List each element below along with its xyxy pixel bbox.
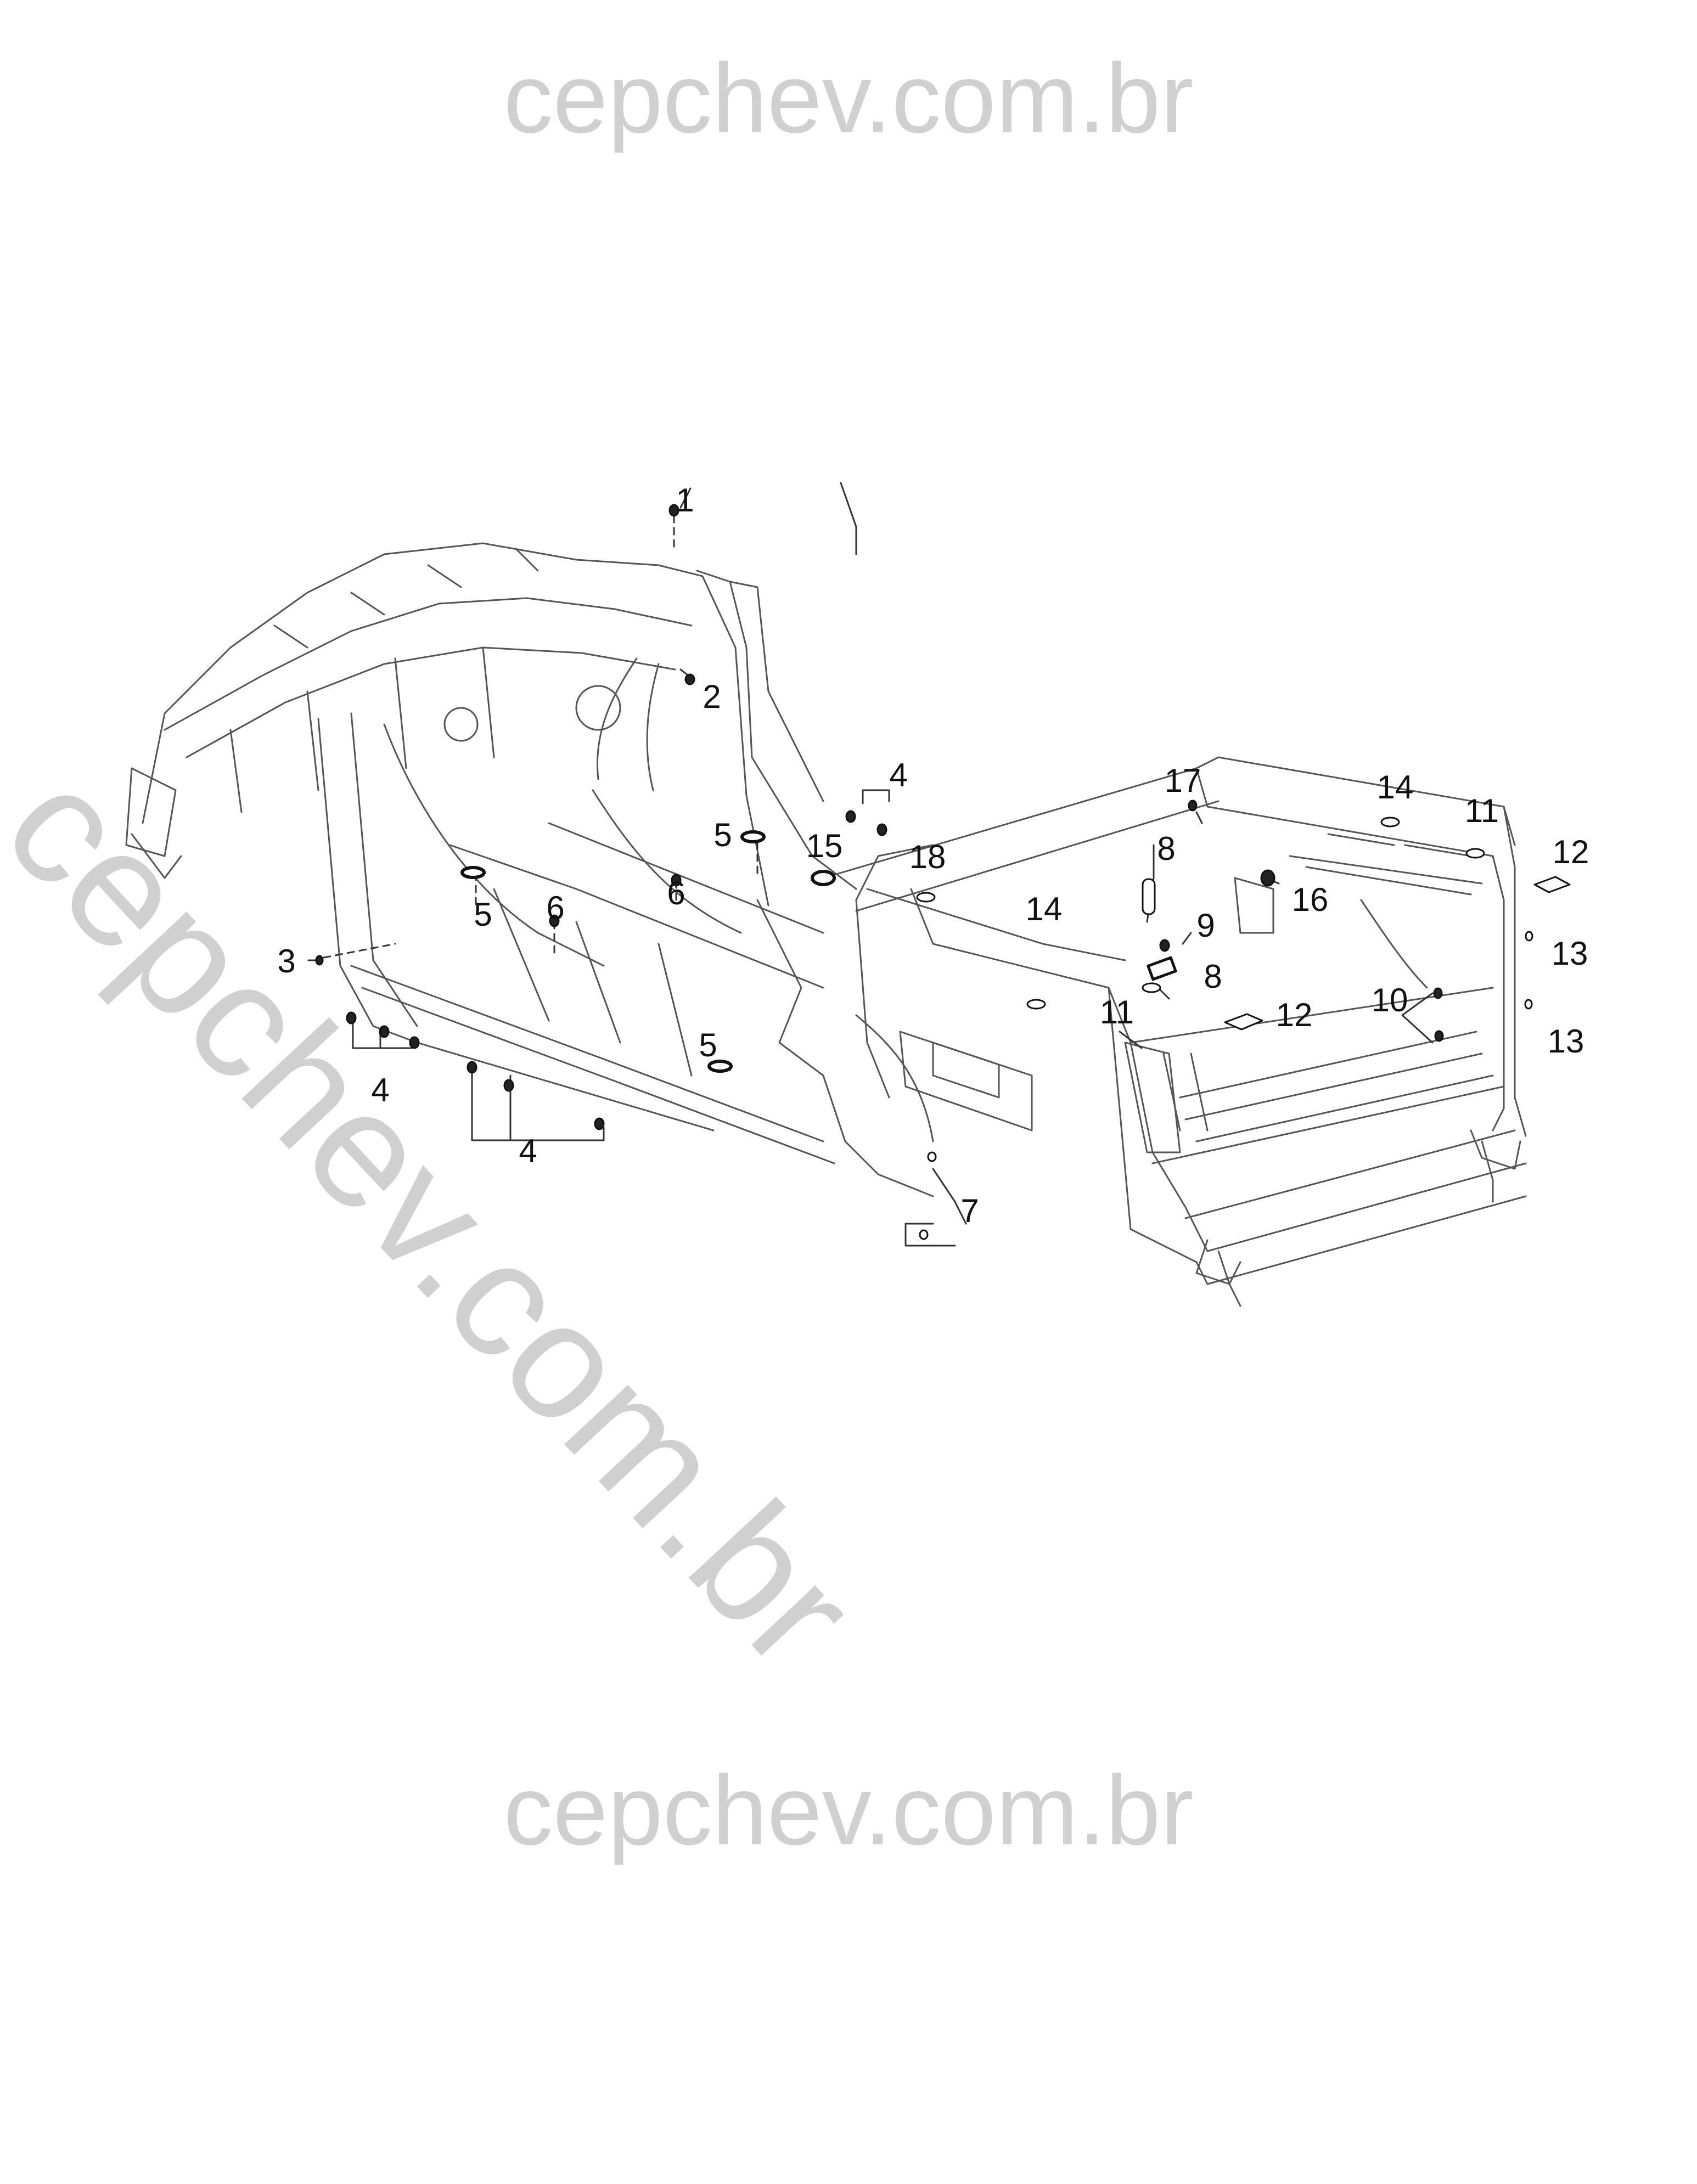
callout-18: 18 [909,838,946,875]
fastener-markers [315,504,1571,1240]
fastener-9 [1159,939,1170,952]
plug-11b [1465,848,1485,859]
callout-11a: 11 [1099,994,1134,1031]
fastener-4g [503,1079,514,1092]
diagram-canvas: cepchev.com.br cepchev.com.br cepchev.co… [0,43,1589,1866]
callout-4a: 4 [889,757,908,793]
callout-4b: 4 [371,1072,390,1108]
fastener-4a [845,810,856,823]
floor-pan [350,789,835,1164]
callout-13b: 13 [1547,1023,1584,1060]
fastener-3 [315,955,324,966]
fastener-4h [594,1117,605,1130]
grommet-5c [707,1060,733,1073]
callout-2: 2 [703,678,721,715]
callout-11b: 11 [1464,792,1499,829]
plug-18 [916,892,936,903]
grommet-5a [740,830,766,843]
front-body-structure [125,542,769,907]
fastener-10a [1433,987,1443,999]
callout-12a: 12 [1275,997,1313,1033]
callout-6a: 6 [667,875,685,911]
patch-12b [1533,876,1571,893]
callout-16: 16 [1291,881,1329,918]
fastener-4b [876,823,887,836]
plug-13a [1525,931,1533,942]
grommet-15 [811,870,836,886]
fastener-1 [668,504,679,517]
plug-13b [1524,999,1533,1010]
callout-6b: 6 [546,890,565,926]
callout-5a: 5 [713,817,732,853]
plug-14a [1026,999,1046,1010]
callout-12b: 12 [1552,834,1589,870]
cargo-box [822,756,1527,1285]
callout-15: 15 [806,828,843,864]
fastener-4d [379,1025,390,1038]
pad-8a [1142,878,1156,915]
callout-1: 1 [676,482,694,519]
callout-5b: 5 [474,896,492,933]
fastener-17 [1188,800,1198,812]
plug-16 [1260,869,1275,887]
callout-5c: 5 [699,1027,717,1063]
callout-3: 3 [277,943,296,980]
grommet-5b [460,866,486,879]
callout-10: 10 [1371,982,1408,1018]
callout-8a: 8 [1157,830,1176,867]
patch-12a [1224,1013,1263,1031]
vehicle-body-structure-illustration [125,482,1571,1307]
callout-4c: 4 [519,1133,537,1169]
a-pillar-door-frame [317,570,857,1044]
callout-8b: 8 [1204,958,1222,995]
plug-11a [1142,982,1161,993]
plug-7a [927,1151,937,1162]
fastener-2 [684,673,695,685]
callout-7: 7 [960,1192,979,1229]
callout-13a: 13 [1551,935,1588,972]
watermark-bottom: cepchev.com.br [503,1755,1194,1866]
cab-rear-wall [822,844,1126,1197]
fastener-4f [467,1061,477,1074]
callout-14b: 14 [1376,769,1414,806]
callout-14a: 14 [1025,891,1063,927]
callout-9: 9 [1196,907,1215,944]
plug-6a [671,874,682,887]
fastener-4e [409,1036,420,1049]
callout-17: 17 [1164,762,1201,799]
frame-rails [1195,1129,1521,1307]
plug-7b [919,1229,929,1240]
fastener-10b [1434,1030,1444,1042]
plug-6b [549,914,560,927]
watermark-top: cepchev.com.br [503,43,1194,154]
plug-14b [1380,817,1400,828]
pad-8b [1147,956,1177,981]
fastener-4c [346,1011,357,1025]
